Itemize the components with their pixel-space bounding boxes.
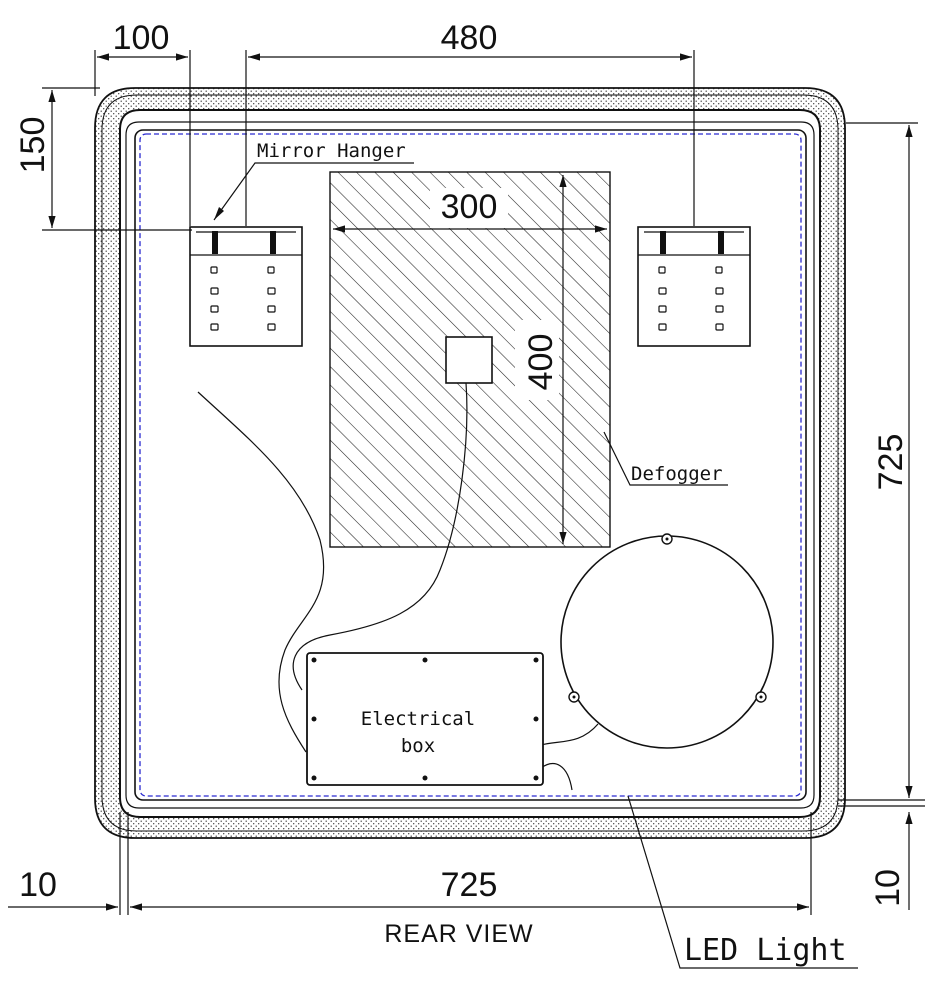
overall-height-dimension-group: 725 10 — [838, 122, 925, 910]
defogger-leader — [603, 431, 728, 486]
led-strip — [139, 133, 802, 797]
mirror-hanger-right — [637, 226, 751, 347]
bottom-dimensions: 10 725 — [8, 812, 812, 915]
led-light-callout: LED Light — [627, 795, 858, 969]
mirror-hanger-left — [189, 226, 303, 347]
cables — [197, 382, 599, 791]
led-light-label: LED Light — [684, 933, 847, 968]
defogger-width-dimension: 300 — [441, 188, 498, 226]
overall-height-dimension: 725 — [872, 434, 910, 491]
defogger-connector — [445, 336, 493, 384]
led-cable — [540, 763, 573, 791]
view-caption: REAR VIEW — [384, 920, 533, 948]
power-cable — [197, 391, 325, 753]
round-unit — [560, 533, 774, 749]
top-dimensions: 100 480 — [94, 19, 695, 226]
light-cable — [540, 723, 599, 746]
frame-outer-rim — [101, 94, 839, 832]
edge-bottom-dimension: 10 — [869, 869, 907, 907]
hanger-offset-dimension: 100 — [113, 19, 170, 57]
defogger-label: Defogger — [631, 463, 723, 485]
overall-width-dimension: 725 — [441, 866, 498, 904]
defogger-height-dimension: 400 — [522, 334, 560, 391]
hanger-height-dimension: 150 — [14, 117, 52, 174]
back-panel-inner — [134, 129, 807, 801]
defogger-cable — [292, 382, 468, 691]
defogger: 300 400 Defogger — [329, 171, 728, 548]
mirror-hanger-callout: Mirror Hanger — [213, 140, 414, 221]
hanger-spacing-dimension: 480 — [441, 19, 498, 57]
electrical-box-label-line2: box — [401, 735, 435, 757]
electrical-box: Electrical box — [306, 652, 544, 786]
mirror-hanger-label: Mirror Hanger — [257, 140, 406, 162]
electrical-box-label-line1: Electrical — [361, 708, 475, 730]
edge-left-dimension: 10 — [19, 866, 57, 904]
hanger-height-dimension-group: 150 — [14, 87, 192, 231]
